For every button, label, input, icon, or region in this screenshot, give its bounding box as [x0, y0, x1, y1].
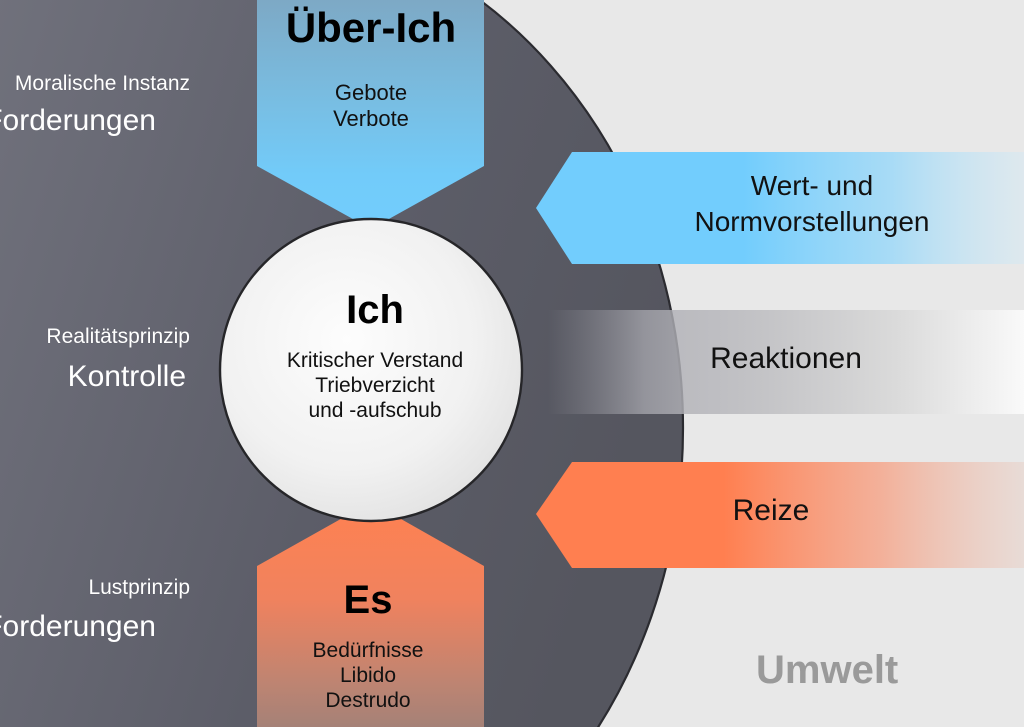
arrow-stimuli-label: Reize: [732, 494, 810, 527]
superego-subtitle-line-2: Verbote: [333, 106, 409, 131]
arrow-values-norms-label-line-1: Wert- und: [750, 170, 874, 201]
id-shape: [257, 502, 484, 727]
label-ego-demand: Kontrolle: [67, 360, 186, 393]
id-subtitle-line-3: Destrudo: [325, 689, 411, 712]
label-superego-principle: Moralische Instanz: [14, 72, 190, 95]
superego-shape: [257, 0, 484, 229]
arrow-stimuli: [536, 462, 1024, 568]
id-subtitle: Bedürfnisse Libido Destrudo: [254, 638, 482, 713]
bar-reactions: [548, 310, 1024, 414]
id-subtitle-line-2: Libido: [339, 664, 397, 687]
environment-label: Umwelt: [756, 648, 899, 692]
bar-reactions-label: Reaktionen: [710, 342, 862, 375]
ego-subtitle-line-3: und -aufschub: [308, 399, 442, 422]
label-ego-principle: Realitätsprinzip: [46, 325, 190, 348]
superego-subtitle: Gebote Verbote: [257, 80, 485, 132]
id-title: Es: [343, 578, 393, 622]
label-superego-demand: Forderungen: [0, 104, 156, 137]
label-id-principle: Lustprinzip: [88, 576, 190, 599]
arrow-values-norms-label-line-2: Normvorstellungen: [694, 206, 930, 237]
ego-title: Ich: [346, 288, 404, 332]
ego-subtitle-line-1: Kritischer Verstand: [286, 349, 464, 372]
arrow-values-norms-label: Wert- und Normvorstellungen: [600, 168, 1024, 240]
label-id-demand: Forderungen: [0, 610, 156, 643]
superego-subtitle-line-1: Gebote: [334, 80, 408, 105]
id-subtitle-line-1: Bedürfnisse: [312, 639, 424, 662]
ego-circle: [218, 217, 524, 523]
ego-subtitle-line-2: Triebverzicht: [315, 374, 435, 397]
superego-title: Über-Ich: [285, 4, 457, 51]
ego-subtitle: Kritischer Verstand Triebverzicht und -a…: [214, 348, 536, 423]
arrow-values-norms: [536, 152, 1024, 264]
